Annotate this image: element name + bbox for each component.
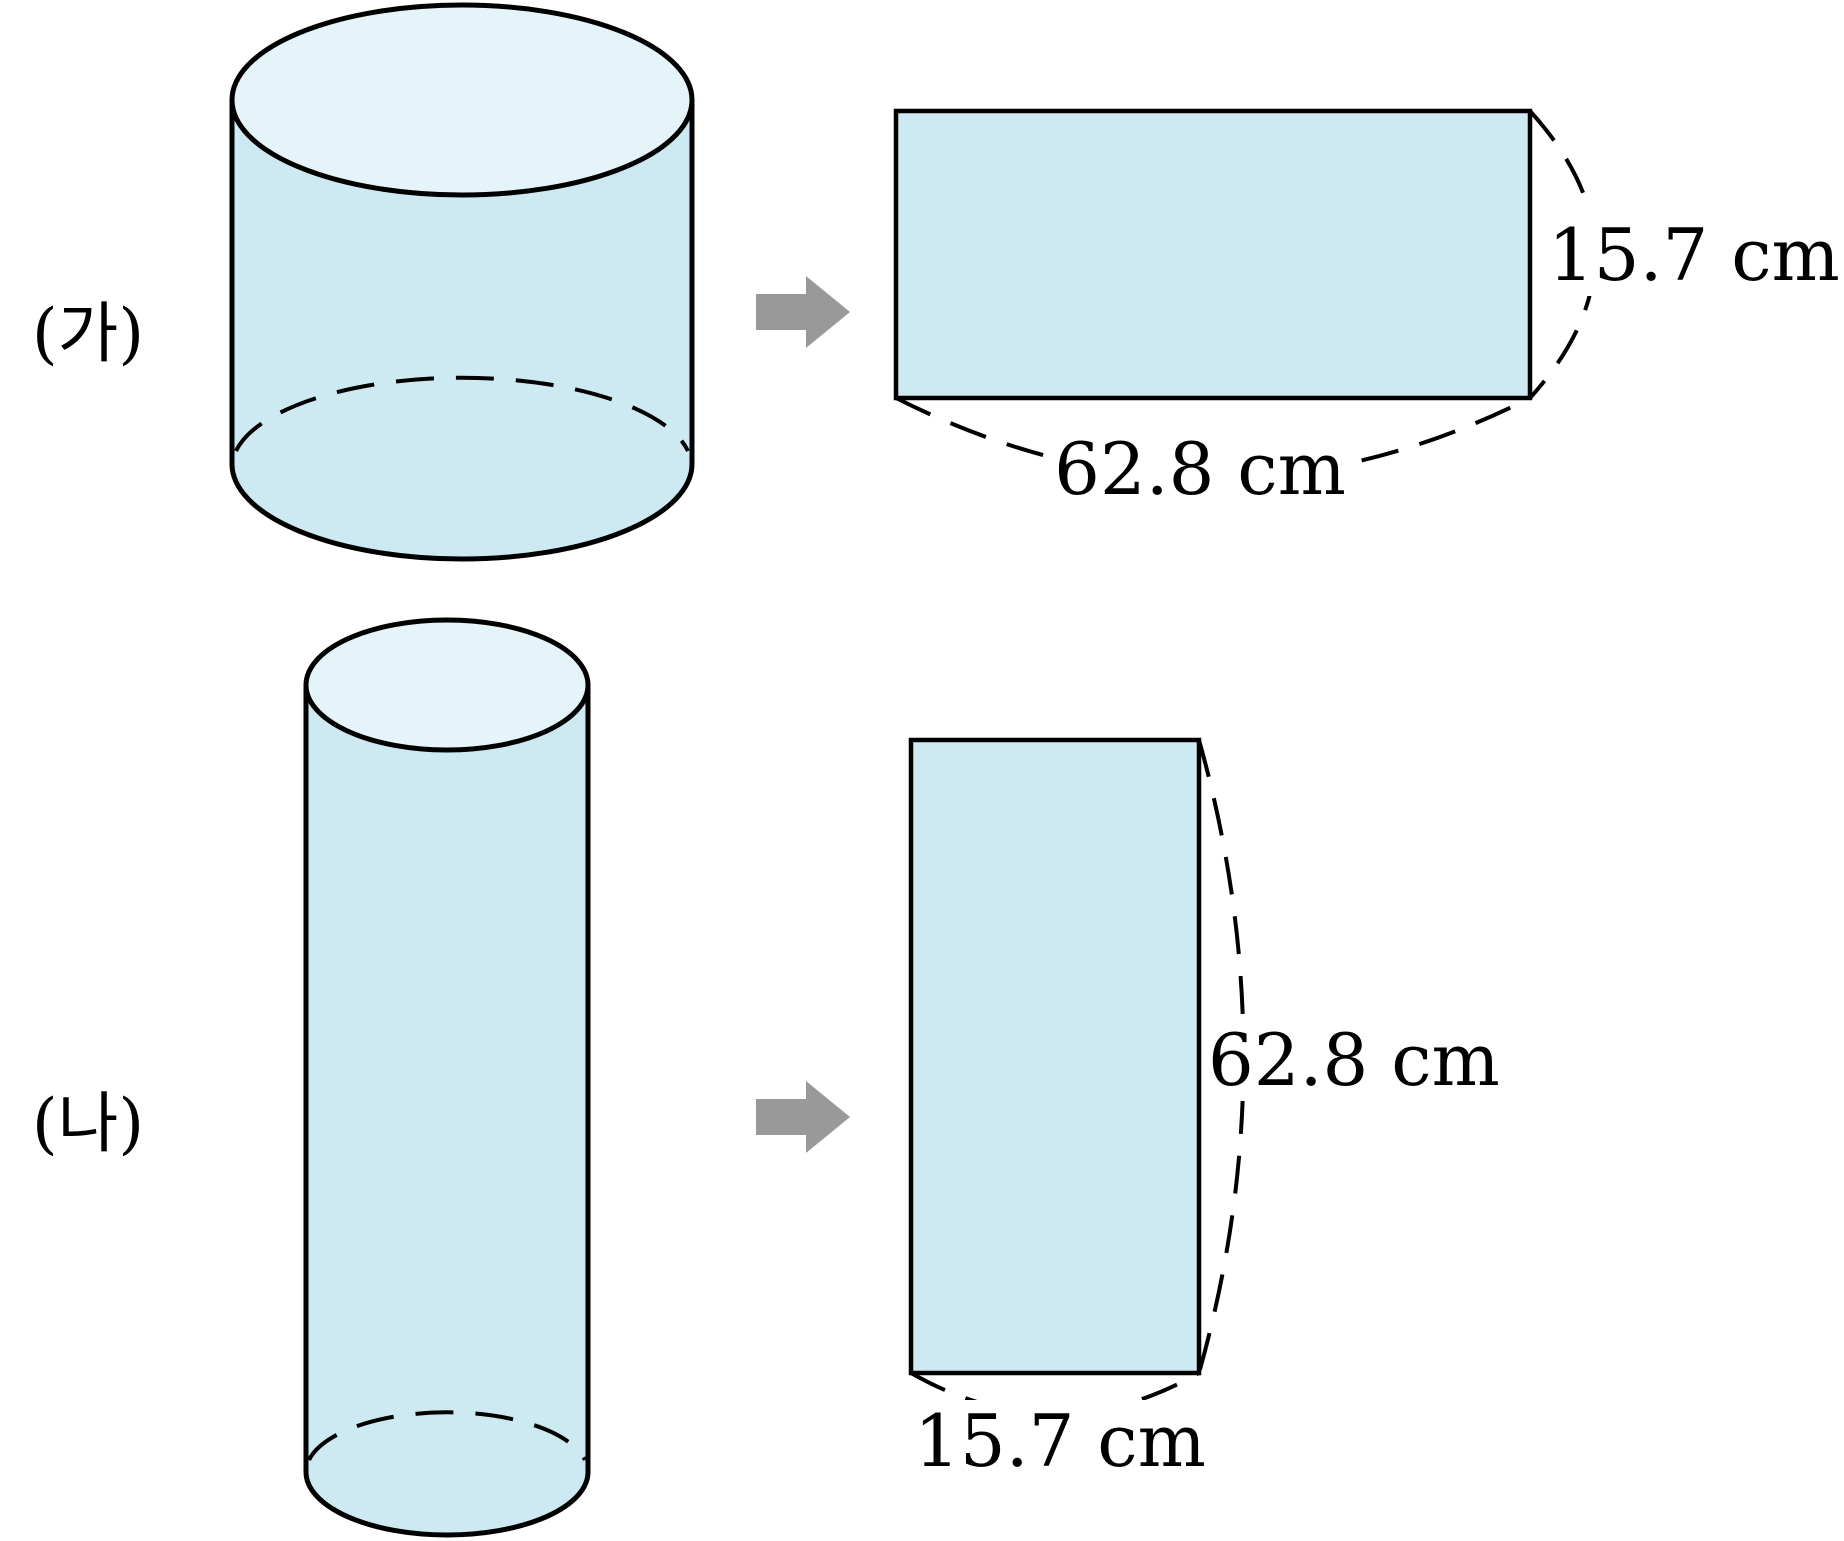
net-ga-height-brace xyxy=(1528,109,1597,400)
cylinder-wide-top xyxy=(229,2,695,198)
cylinder-tall-side xyxy=(303,682,591,1538)
net-rect-ga xyxy=(893,108,1533,401)
cylinder-tall xyxy=(303,617,591,1538)
net-na-height-label: 62.8 cm xyxy=(1208,1018,1500,1102)
net-rectangle-ga: 62.8 cm 15.7 cm xyxy=(893,108,1844,511)
arrow-na xyxy=(756,1081,850,1153)
net-rectangle-na: 62.8 cm 15.7 cm xyxy=(906,737,1524,1483)
panel-na: (나) 62.8 cm 15.7 cm xyxy=(32,617,1524,1538)
panel-ga: (가) 62.8 cm 15.7 cm xyxy=(32,2,1844,562)
cylinder-wide-side xyxy=(229,97,695,562)
arrow-ga xyxy=(756,276,850,348)
net-rect-na xyxy=(908,737,1202,1376)
panel-label-na: (나) xyxy=(32,1085,144,1162)
panel-label-ga: (가) xyxy=(32,295,144,372)
cylinder-wide-hidden-base xyxy=(234,375,690,452)
net-na-width-label: 15.7 cm xyxy=(914,1399,1206,1483)
cylinder-wide xyxy=(229,2,695,562)
net-ga-height-label: 15.7 cm xyxy=(1548,213,1840,297)
net-ga-width-label: 62.8 cm xyxy=(1054,427,1346,511)
cylinder-tall-hidden-base xyxy=(307,1410,587,1461)
cylinder-tall-top xyxy=(303,617,591,753)
